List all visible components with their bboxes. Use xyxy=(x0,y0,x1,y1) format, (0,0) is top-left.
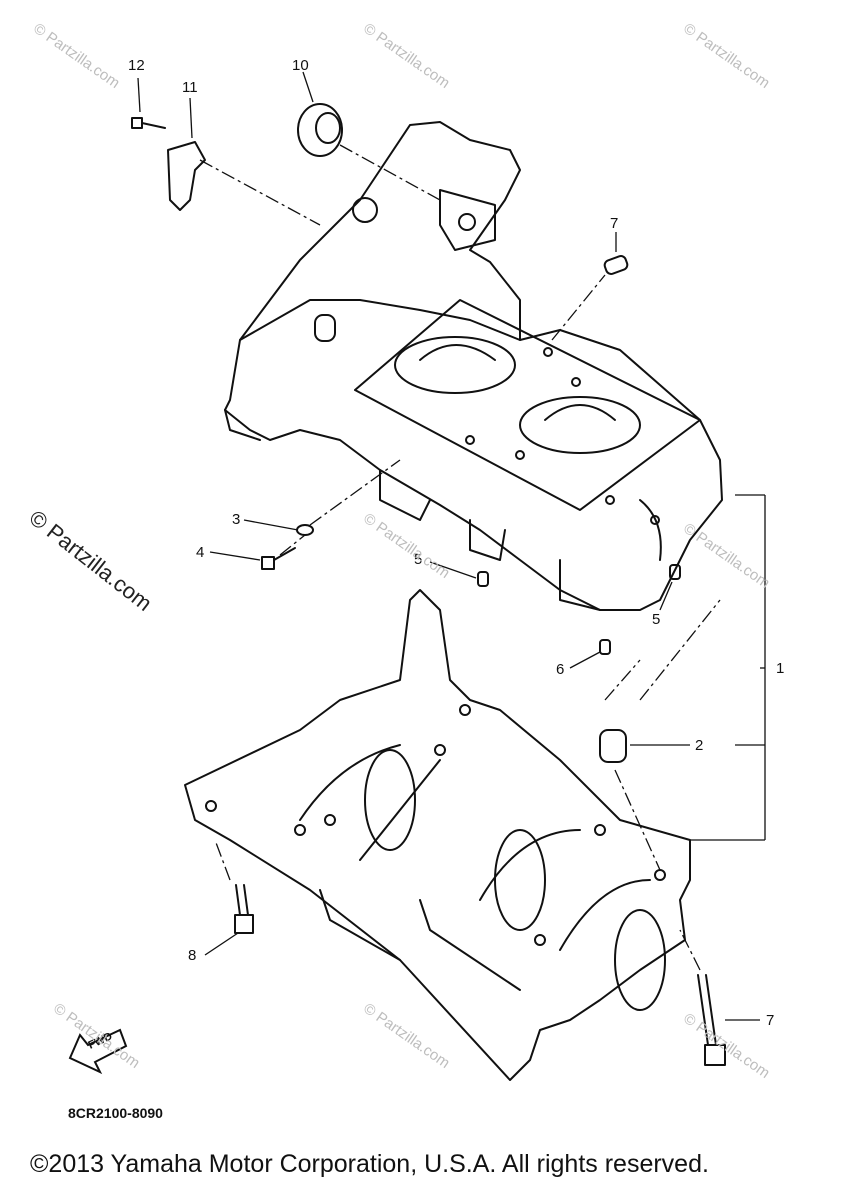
callout-8: 7 xyxy=(766,1012,775,1029)
callout-2: 2 xyxy=(695,737,704,754)
upper-crankcase xyxy=(224,121,723,611)
callout-10: 10 xyxy=(292,57,309,74)
bolt-8 xyxy=(697,974,726,1066)
fwd-arrow-icon xyxy=(68,1028,128,1075)
copyright-notice: ©2013 Yamaha Motor Corporation, U.S.A. A… xyxy=(30,1150,709,1178)
pin-6 xyxy=(599,639,611,655)
dowel-7 xyxy=(603,255,629,275)
callout-7: 7 xyxy=(610,215,619,232)
bolt-9 xyxy=(234,884,254,934)
bearing-10 xyxy=(297,103,343,157)
pin-5b xyxy=(669,564,681,580)
callout-6: 6 xyxy=(556,661,565,678)
lower-crankcase xyxy=(184,589,691,1081)
callout-3: 3 xyxy=(232,511,241,528)
diagram-code: 8CR2100-8090 xyxy=(68,1105,163,1121)
bolt-12 xyxy=(131,117,166,129)
callout-11: 11 xyxy=(182,79,198,96)
callout-1: 1 xyxy=(776,660,785,677)
bracket-11 xyxy=(167,141,206,211)
bolt-4 xyxy=(261,547,296,570)
callout-9: 8 xyxy=(188,947,197,964)
plug-2 xyxy=(599,729,627,763)
pin-5a xyxy=(477,571,489,587)
callout-5b: 5 xyxy=(652,611,661,628)
washer-3 xyxy=(296,524,314,536)
callout-5a: 5 xyxy=(414,551,423,568)
callout-4: 4 xyxy=(196,544,205,561)
callout-12: 12 xyxy=(128,57,145,74)
leader-lines xyxy=(137,71,766,1021)
